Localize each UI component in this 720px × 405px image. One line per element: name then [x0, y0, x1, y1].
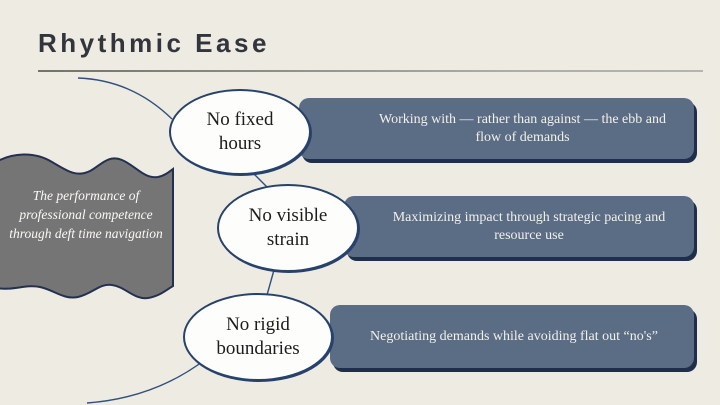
connector-line-1-2	[251, 171, 268, 188]
connector-line-2-3	[266, 269, 275, 296]
slide-title: Rhythmic Ease	[38, 28, 270, 58]
ellipse-label-3: No rigid boundaries	[183, 293, 333, 381]
wavy-flag-shape	[0, 153, 174, 300]
ellipse-label-1-text: No fixed hours	[206, 109, 274, 154]
description-box-1: Working with — rather than against — the…	[299, 98, 694, 159]
ellipse-label-2-text: No visible strain	[248, 205, 328, 250]
ellipse-label-1: No fixed hours	[169, 89, 311, 175]
ellipse-label-2: No visible strain	[217, 184, 359, 272]
flag-caption: The performance of professional competen…	[9, 188, 163, 241]
description-box-3: Negotiating demands while avoiding flat …	[330, 305, 694, 368]
connector-curve-top	[77, 77, 173, 120]
description-box-2: Maximizing impact through strategic paci…	[344, 196, 694, 257]
title-divider-line	[38, 70, 703, 72]
connector-curve-bottom	[86, 358, 207, 404]
ellipse-label-3-text: No rigid boundaries	[216, 314, 300, 359]
